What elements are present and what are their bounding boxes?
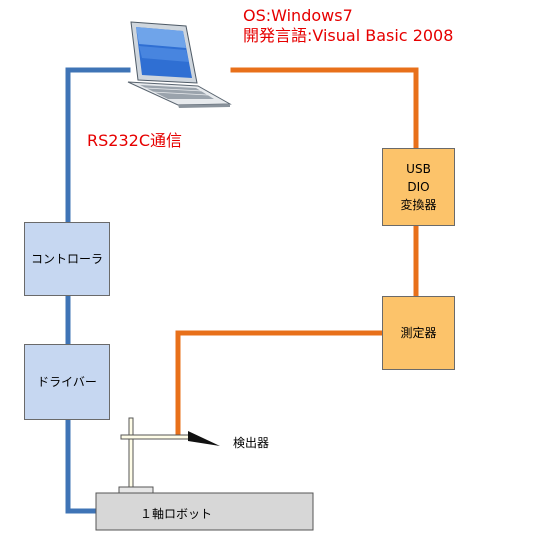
stand-post (128, 417, 134, 489)
detector-label: 検出器 (233, 436, 270, 450)
controller-label: コントローラ (30, 252, 103, 266)
robot-label: １軸ロボット (140, 507, 213, 521)
robot-assembly (95, 417, 314, 531)
usb-dio-line-3: 変換器 (400, 198, 437, 212)
rs232c-connection (65, 67, 131, 514)
detector-probe-icon (188, 431, 220, 446)
pc-to-usb-dio-line (230, 67, 419, 151)
robot-body (95, 492, 314, 531)
driver-to-robot-line (65, 417, 99, 514)
dio-connection (175, 67, 419, 438)
controller-box: コントローラ (24, 222, 110, 296)
measuring-to-detector-line (175, 330, 385, 438)
laptop-icon (127, 21, 232, 108)
measuring-device-label: 測定器 (400, 326, 437, 340)
rs232c-label: RS232C通信 (87, 131, 182, 150)
driver-box: ドライバー (24, 344, 110, 420)
driver-label: ドライバー (37, 375, 97, 389)
usb-dio-line-2: DIO (407, 180, 430, 194)
pc-to-controller-line (65, 67, 131, 225)
os-label: OS:Windows7 (243, 6, 353, 25)
usb-dio-converter-box: USB DIO 変換器 (382, 148, 455, 226)
usb-dio-line-1: USB (406, 162, 431, 176)
dev-language-label: 開発言語:Visual Basic 2008 (243, 26, 454, 45)
measuring-device-box: 測定器 (382, 296, 455, 370)
stand-arm (120, 434, 194, 440)
